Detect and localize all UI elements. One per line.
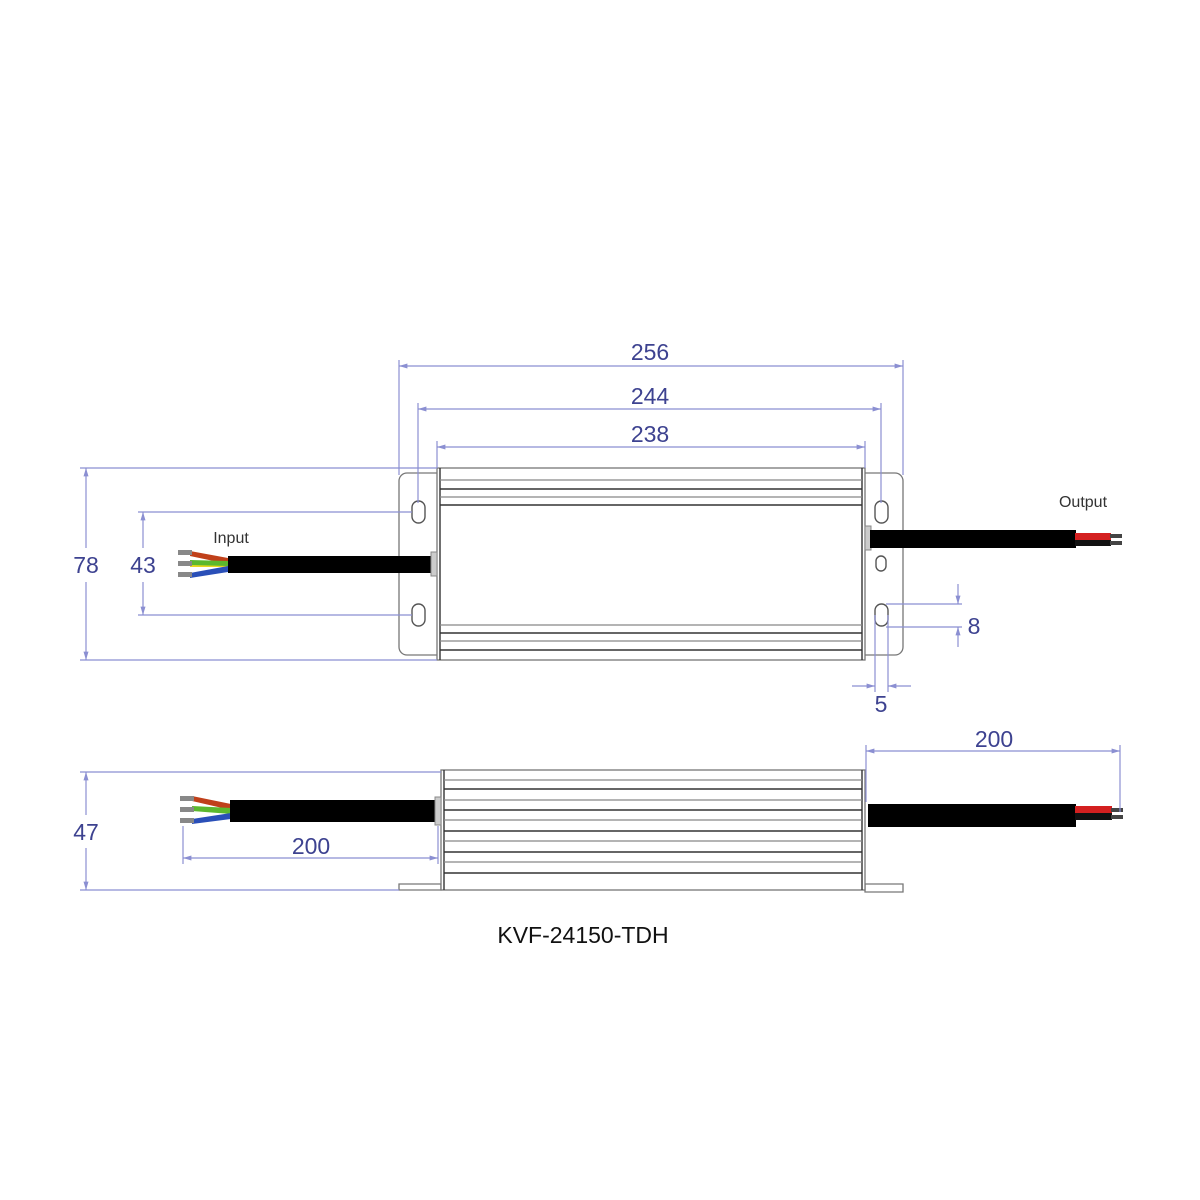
side-fins (444, 779, 862, 874)
mounting-hole (411, 500, 426, 524)
side-view: 47 200 200 (73, 726, 1123, 893)
input-cable-side (180, 796, 442, 826)
dim-hole-width: 5 (875, 691, 888, 717)
dim-hole-height: 8 (968, 613, 981, 639)
input-label: Input (213, 530, 249, 547)
mounting-hole (874, 603, 889, 627)
input-cable (178, 550, 438, 578)
top-fins (440, 479, 862, 651)
mounting-hole (875, 555, 887, 572)
mounting-hole (411, 603, 426, 627)
dim-hole-spacing-length: 244 (631, 383, 670, 409)
dim-hole-spacing-width: 43 (130, 552, 156, 578)
output-cable (864, 525, 1122, 551)
dim-input-cable-length: 200 (292, 833, 330, 859)
housing-side (440, 769, 866, 891)
dim-body-length: 238 (631, 421, 669, 447)
housing-body (436, 467, 866, 661)
top-view: Input Output 256 244 238 78 (73, 339, 1122, 717)
dim-height: 47 (73, 819, 99, 845)
mounting-hole (874, 500, 889, 524)
dim-overall-width: 78 (73, 552, 99, 578)
output-label: Output (1059, 494, 1108, 511)
model-title: KVF-24150-TDH (497, 922, 668, 948)
output-cable-side (868, 804, 1123, 827)
dim-output-cable-length: 200 (975, 726, 1013, 752)
dim-overall-length: 256 (631, 339, 669, 365)
